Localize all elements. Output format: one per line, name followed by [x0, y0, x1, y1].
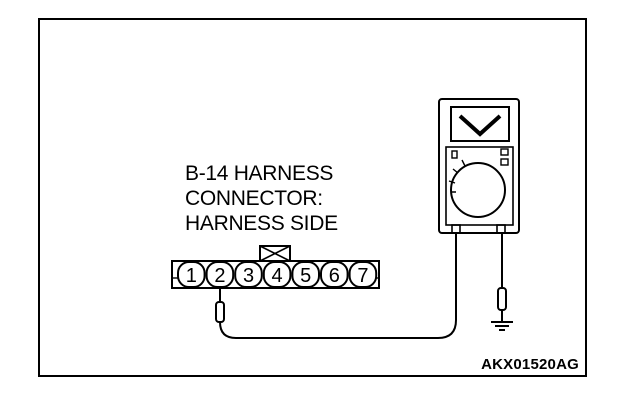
connector-pin-6: 6 — [320, 261, 349, 288]
connector-pin-label: 7 — [357, 265, 368, 287]
connector-pin-label: 3 — [243, 265, 254, 287]
connector-pin-5: 5 — [291, 261, 320, 288]
figure-code: AKX01520AG — [481, 356, 579, 373]
connector-pin-1: 1 — [177, 261, 206, 288]
connector-pin-label: 4 — [272, 265, 283, 287]
connector-pin-7: 7 — [348, 261, 378, 288]
frame-overlay: AKX01520AG — [38, 18, 587, 377]
connector-label-line2: CONNECTOR: — [185, 187, 323, 210]
connector-pin-label: 2 — [214, 265, 225, 287]
ground-symbol-icon — [491, 321, 513, 331]
connector-label-line3: HARNESS SIDE — [185, 212, 338, 235]
connector-pin-label: 1 — [186, 265, 197, 287]
multimeter-icon — [438, 98, 520, 234]
connector-pin-4: 4 — [262, 261, 292, 288]
connector-pin-3: 3 — [234, 261, 263, 288]
connector-pin-label: 6 — [329, 265, 340, 287]
test-probe-icon — [215, 287, 225, 323]
ground-lead — [497, 233, 507, 321]
connector-pin-label: 5 — [300, 265, 311, 287]
connector-label-line1: B-14 HARNESS — [185, 162, 334, 185]
connector-pin-2: 2 — [205, 261, 235, 288]
test-lead-wire — [219, 233, 457, 339]
